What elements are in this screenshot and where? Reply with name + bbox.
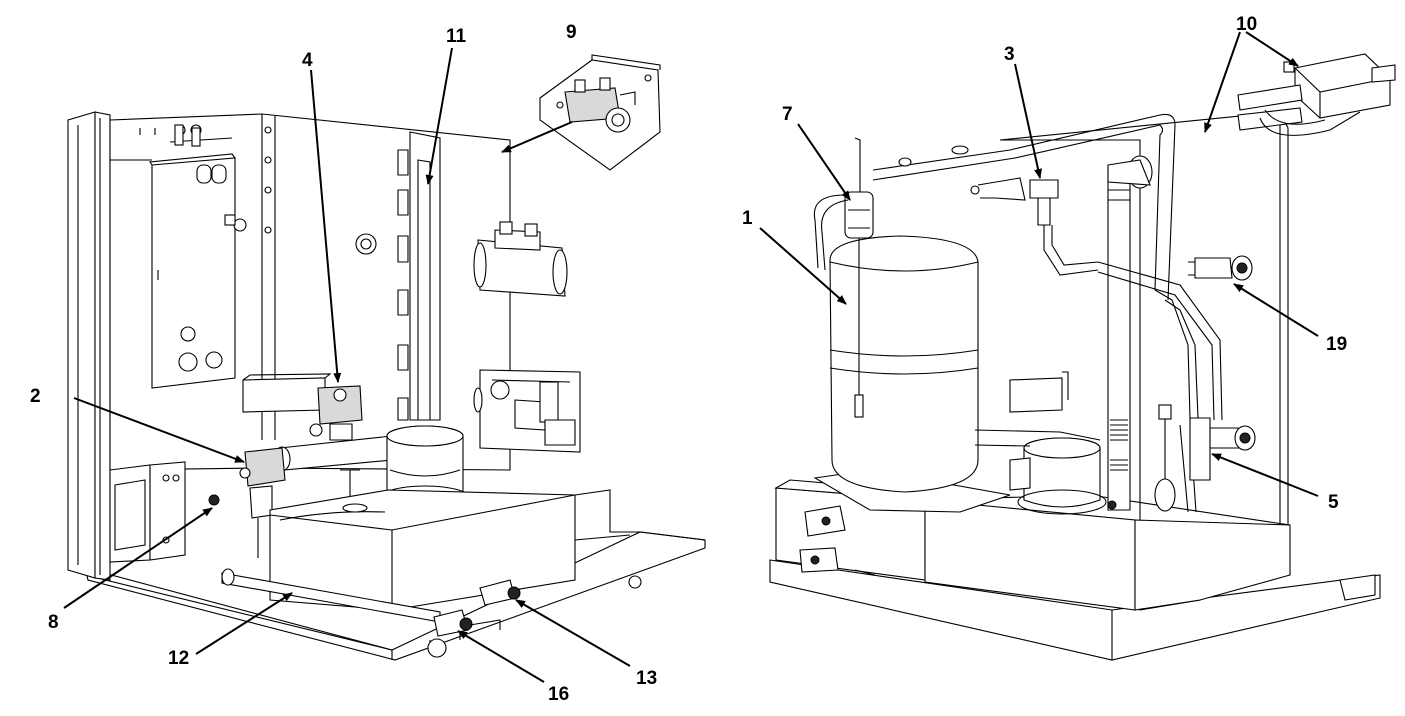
callout-4: 4 [302,50,313,71]
left-unit-view [67,54,706,661]
callout-9: 9 [566,22,577,43]
leader-16 [457,630,545,683]
callout-7: 7 [782,104,793,125]
leader-13 [515,599,631,667]
callout-1: 1 [742,208,753,229]
leader-12 [195,592,293,655]
callout-19: 19 [1326,334,1347,355]
leader-10b [1204,31,1241,133]
leader-2 [73,397,245,463]
callout-5: 5 [1328,492,1339,513]
leader-3 [1014,63,1042,179]
leader-lines [63,31,1319,683]
leader-7 [797,123,851,201]
leader-11 [425,47,453,185]
callout-2: 2 [30,386,41,407]
callout-10: 10 [1236,14,1257,35]
leader-10a [1245,31,1299,67]
leader-19 [1233,283,1319,337]
leader-1 [759,227,847,305]
callout-3: 3 [1004,44,1015,65]
leader-5 [1211,453,1319,497]
callout-8: 8 [48,612,59,633]
right-unit-view [769,53,1396,661]
callout-12: 12 [168,648,189,669]
callout-16: 16 [548,684,569,705]
callout-11: 11 [446,26,467,47]
leader-4 [310,69,342,383]
leader-8 [63,507,213,609]
callout-labels: 1 2 3 4 5 7 8 9 10 11 12 13 16 19 [30,14,1347,705]
leader-9 [501,121,573,153]
callout-13: 13 [636,668,657,689]
